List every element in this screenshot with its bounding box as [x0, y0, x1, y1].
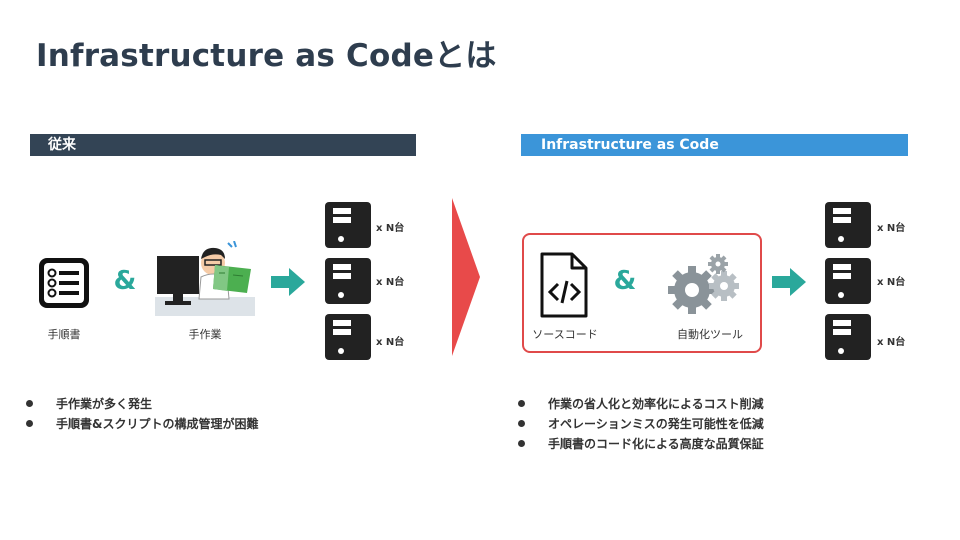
server-icon: [325, 258, 371, 304]
manual-label: 手順書: [47, 328, 81, 341]
list-item: 手作業が多く発生: [26, 394, 258, 414]
iac-header: Infrastructure as Code: [521, 134, 908, 156]
server-count-label: x N台: [877, 277, 906, 288]
server-icon: [825, 202, 871, 248]
automation-tool-label: 自動化ツール: [677, 328, 743, 341]
checklist-icon: [37, 256, 91, 310]
manual-worker-icon: [155, 240, 255, 316]
traditional-issues-list: 手作業が多く発生 手順書&スクリプトの構成管理が困難: [26, 394, 258, 434]
list-item: オペレーションミスの発生可能性を低減: [518, 414, 764, 434]
source-code-file-icon: [538, 252, 590, 318]
server-icon: [325, 314, 371, 360]
server-icon: [325, 202, 371, 248]
list-item: 作業の省人化と効率化によるコスト削減: [518, 394, 764, 414]
arrow-right-icon: [772, 268, 806, 296]
manual-work-label: 手作業: [188, 328, 222, 341]
source-code-label: ソースコード: [532, 328, 598, 341]
server-count-label: x N台: [877, 223, 906, 234]
page-title: Infrastructure as Codeとは: [36, 38, 497, 74]
server-count-label: x N台: [376, 223, 405, 234]
transition-arrow-icon: [452, 198, 480, 356]
ampersand: &: [113, 266, 137, 296]
iac-tools-box: [522, 233, 762, 353]
iac-benefits-list: 作業の省人化と効率化によるコスト削減 オペレーションミスの発生可能性を低減 手順…: [518, 394, 764, 454]
traditional-header: 従来: [30, 134, 416, 156]
server-icon: [825, 314, 871, 360]
gears-icon: [662, 252, 746, 318]
ampersand: &: [613, 266, 637, 296]
server-count-label: x N台: [877, 337, 906, 348]
arrow-right-icon: [271, 268, 305, 296]
server-icon: [825, 258, 871, 304]
server-count-label: x N台: [376, 277, 405, 288]
server-count-label: x N台: [376, 337, 405, 348]
list-item: 手順書のコード化による高度な品質保証: [518, 434, 764, 454]
list-item: 手順書&スクリプトの構成管理が困難: [26, 414, 258, 434]
